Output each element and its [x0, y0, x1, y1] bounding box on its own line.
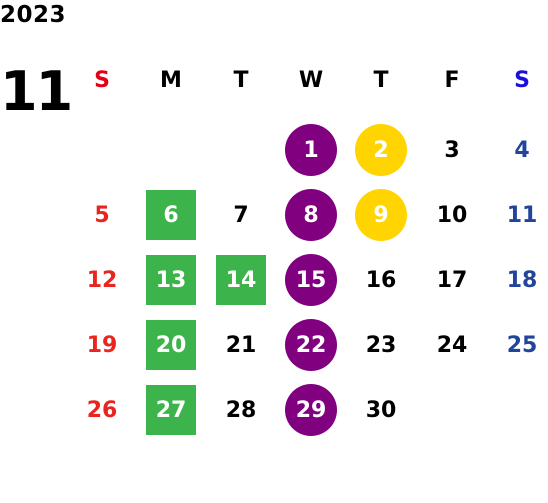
day-number: 12 [86, 267, 118, 293]
day-cell[interactable]: 17 [426, 254, 478, 306]
day-number: 8 [303, 202, 319, 228]
day-cell[interactable]: 22 [285, 319, 337, 371]
green-square-marker [146, 255, 196, 305]
day-number: 24 [436, 332, 468, 358]
year-label: 2023 [0, 2, 67, 28]
day-cell[interactable]: 12 [76, 254, 128, 306]
day-cell[interactable]: 4 [496, 124, 548, 176]
day-cell[interactable]: 1 [285, 124, 337, 176]
purple-circle-marker [285, 254, 337, 306]
month-label: 11 [0, 60, 73, 123]
day-cell[interactable]: 26 [76, 384, 128, 436]
day-cell[interactable]: 28 [215, 384, 267, 436]
day-number: 9 [373, 202, 389, 228]
weekday-header-fri: F [444, 67, 460, 93]
day-number: 10 [436, 202, 468, 228]
day-cell[interactable]: 10 [426, 189, 478, 241]
day-cell[interactable]: 13 [145, 254, 197, 306]
day-number: 26 [86, 397, 118, 423]
purple-circle-marker [285, 384, 337, 436]
weekday-header-thu: T [373, 67, 389, 93]
purple-circle-marker [285, 124, 337, 176]
weekday-header-sun: S [94, 67, 110, 93]
day-number: 14 [225, 267, 257, 293]
day-cell[interactable]: 25 [496, 319, 548, 371]
day-cell[interactable]: 6 [145, 189, 197, 241]
green-square-marker [146, 190, 196, 240]
day-cell[interactable]: 21 [215, 319, 267, 371]
day-number: 23 [365, 332, 397, 358]
yellow-circle-marker [355, 124, 407, 176]
day-number: 18 [506, 267, 538, 293]
day-number: 19 [86, 332, 118, 358]
green-square-marker [146, 320, 196, 370]
day-cell[interactable]: 3 [426, 124, 478, 176]
day-cell[interactable]: 14 [215, 254, 267, 306]
purple-circle-marker [285, 319, 337, 371]
weekday-header-mon: M [160, 67, 182, 93]
day-cell[interactable]: 16 [355, 254, 407, 306]
day-number: 21 [225, 332, 257, 358]
day-number: 27 [155, 397, 187, 423]
day-number: 25 [506, 332, 538, 358]
day-number: 30 [365, 397, 397, 423]
day-cell[interactable]: 29 [285, 384, 337, 436]
day-cell[interactable]: 7 [215, 189, 267, 241]
day-number: 3 [444, 137, 460, 163]
day-cell[interactable]: 27 [145, 384, 197, 436]
green-square-marker [146, 385, 196, 435]
purple-circle-marker [285, 189, 337, 241]
day-number: 20 [155, 332, 187, 358]
day-number: 17 [436, 267, 468, 293]
day-number: 22 [295, 332, 327, 358]
day-number: 28 [225, 397, 257, 423]
day-cell[interactable]: 11 [496, 189, 548, 241]
day-cell[interactable]: 20 [145, 319, 197, 371]
weekday-header-tue: T [233, 67, 249, 93]
day-number: 7 [233, 202, 249, 228]
day-cell[interactable]: 18 [496, 254, 548, 306]
day-number: 29 [295, 397, 327, 423]
day-number: 11 [506, 202, 538, 228]
day-cell[interactable]: 24 [426, 319, 478, 371]
day-number: 15 [295, 267, 327, 293]
yellow-circle-marker [355, 189, 407, 241]
day-cell[interactable]: 5 [76, 189, 128, 241]
day-cell[interactable]: 23 [355, 319, 407, 371]
day-cell[interactable]: 9 [355, 189, 407, 241]
day-number: 4 [514, 137, 530, 163]
weekday-header-sat: S [514, 67, 530, 93]
day-number: 16 [365, 267, 397, 293]
day-cell[interactable]: 2 [355, 124, 407, 176]
day-cell[interactable]: 19 [76, 319, 128, 371]
day-cell[interactable]: 8 [285, 189, 337, 241]
day-number: 5 [94, 202, 110, 228]
day-number: 1 [303, 137, 319, 163]
day-number: 13 [155, 267, 187, 293]
day-cell[interactable]: 15 [285, 254, 337, 306]
green-square-marker [216, 255, 266, 305]
day-number: 6 [163, 202, 179, 228]
weekday-header-wed: W [298, 67, 324, 93]
day-number: 2 [373, 137, 389, 163]
day-cell[interactable]: 30 [355, 384, 407, 436]
